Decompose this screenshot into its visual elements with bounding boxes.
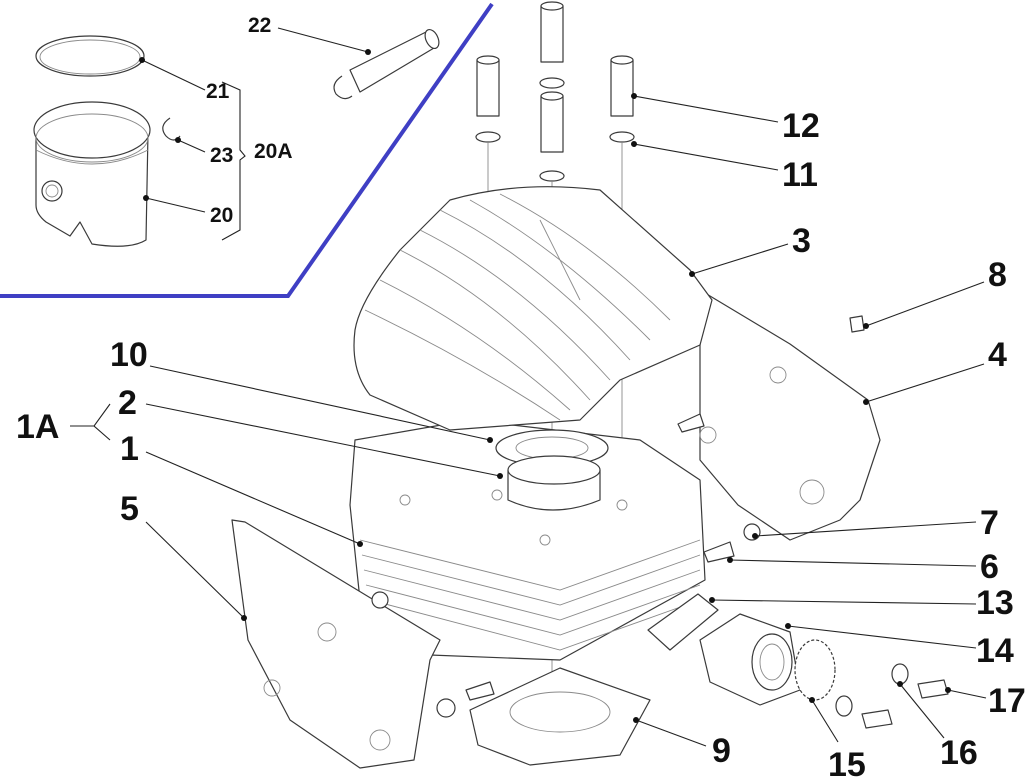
label-17: 17: [988, 682, 1026, 720]
piston-part: [33, 101, 151, 247]
label-12: 12: [782, 107, 820, 145]
label-5: 5: [120, 490, 139, 528]
left-cover-part: [231, 519, 441, 769]
label-20A: 20A: [254, 140, 293, 163]
label-16: 16: [940, 734, 978, 772]
leader-lines: [70, 27, 987, 747]
intake-manifold-part: [699, 613, 801, 706]
label-3: 3: [792, 222, 811, 260]
label-23: 23: [210, 144, 233, 167]
label-15: 15: [828, 746, 866, 784]
fittings-part: [371, 315, 865, 718]
label-10: 10: [110, 336, 148, 374]
label-7: 7: [980, 504, 999, 542]
part-labels: 21 23 20A 20 22 12 11 3 8 4 7 6 13 14 17…: [16, 14, 1026, 784]
label-8: 8: [988, 256, 1007, 294]
side-cover-part: [699, 289, 881, 541]
label-9: 9: [712, 732, 731, 770]
cylinder-head-part: [353, 186, 713, 431]
intake-gasket-part: [647, 593, 719, 651]
inset-border: [0, 2, 494, 298]
bolt-set-part: [835, 663, 949, 729]
piston-ring-part: [35, 35, 145, 77]
label-14: 14: [976, 632, 1014, 670]
label-13: 13: [976, 584, 1014, 622]
label-4: 4: [988, 336, 1007, 374]
hose-clamp-part: [794, 639, 836, 701]
label-20: 20: [210, 204, 233, 227]
label-11: 11: [782, 156, 818, 194]
circlip-part: [162, 117, 181, 141]
cylinder-part: [349, 419, 706, 661]
label-2: 2: [118, 384, 137, 422]
label-1: 1: [120, 430, 139, 468]
piston-pin-part: [333, 28, 440, 100]
label-1A: 1A: [16, 408, 59, 446]
label-21: 21: [206, 80, 230, 103]
label-22: 22: [248, 14, 271, 37]
label-6: 6: [980, 548, 999, 586]
base-gasket-part: [469, 667, 651, 766]
gasket-part: [495, 429, 609, 511]
